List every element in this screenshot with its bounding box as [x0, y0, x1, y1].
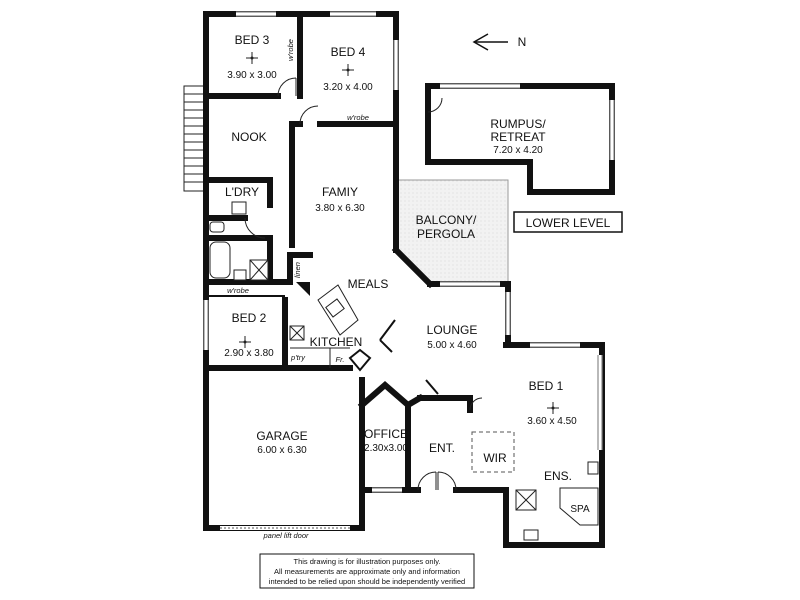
north-label: N: [518, 35, 527, 49]
north-arrow-icon: [472, 33, 508, 51]
balcony-label-line1: BALCONY/: [416, 213, 477, 227]
bed1-dims: 3.60 x 4.50: [527, 416, 577, 427]
family-label: FAMIY: [322, 185, 358, 199]
rumpus-dims: 7.20 x 4.20: [493, 145, 543, 156]
stairs: [183, 85, 207, 192]
spa-label: SPA: [570, 504, 590, 515]
fridge-label: Fr.: [336, 355, 345, 364]
kitchen-fixtures: [289, 282, 372, 372]
garage-door-label: panel lift door: [262, 531, 309, 540]
wrobe-bed4-label: w'robe: [347, 113, 369, 122]
disclaimer-box: [259, 553, 475, 589]
meals-label: MEALS: [348, 277, 389, 291]
disclaimer-line3: intended to be relied upon should be ind…: [269, 577, 465, 586]
pantry-label: p'try: [290, 353, 306, 362]
bed3-label: BED 3: [235, 33, 270, 47]
disclaimer-line2: All measurements are approximate only an…: [274, 567, 460, 576]
entry-label: ENT.: [429, 441, 455, 455]
balcony-label-line2: PERGOLA: [417, 227, 475, 241]
interior-walls: [203, 11, 425, 410]
bed1-label: BED 1: [529, 379, 564, 393]
windows: [203, 11, 603, 493]
rumpus-label-line2: RETREAT: [490, 130, 546, 144]
garage-label: GARAGE: [256, 429, 307, 443]
fan-icon: [246, 52, 258, 64]
laundry-label: L'DRY: [225, 185, 259, 199]
office-label: OFFICE: [364, 427, 408, 441]
family-dims: 3.80 x 6.30: [315, 203, 365, 214]
wrobe-bed3-label: w'robe: [286, 39, 295, 61]
fan-icon: [547, 402, 559, 414]
ceiling-fan-icons: [239, 52, 559, 414]
bed3-dims: 3.90 x 3.00: [227, 70, 277, 81]
lower-level-box: [513, 211, 623, 233]
lower-level-label: LOWER LEVEL: [526, 216, 611, 230]
bed4-dims: 3.20 x 4.00: [323, 82, 373, 93]
ensuite-fixtures: [515, 461, 599, 541]
wir-label: WIR: [483, 451, 507, 465]
bed2-label: BED 2: [232, 311, 267, 325]
office-dims: 2.30x3.00: [364, 443, 408, 454]
lounge-dims: 5.00 x 4.60: [427, 340, 477, 351]
rumpus-walls: [425, 83, 615, 195]
lounge-label: LOUNGE: [427, 323, 478, 337]
bathroom-fixtures: [209, 201, 269, 281]
nook-label: NOOK: [231, 130, 266, 144]
fan-icon: [342, 64, 354, 76]
doors: [244, 77, 483, 491]
fan-icon: [239, 336, 251, 348]
bed4-label: BED 4: [331, 45, 366, 59]
garage-dims: 6.00 x 6.30: [257, 445, 307, 456]
rumpus-label-line1: RUMPUS/: [490, 117, 546, 131]
kitchen-label: KITCHEN: [310, 335, 363, 349]
ensuite-label: ENS.: [544, 469, 572, 483]
linen-label: linen: [293, 262, 302, 278]
bed2-dims: 2.90 x 3.80: [224, 348, 274, 359]
disclaimer-line1: This drawing is for illustration purpose…: [293, 557, 440, 566]
wir-outline: [471, 431, 515, 473]
wrobe-bed2-label: w'robe: [227, 286, 249, 295]
